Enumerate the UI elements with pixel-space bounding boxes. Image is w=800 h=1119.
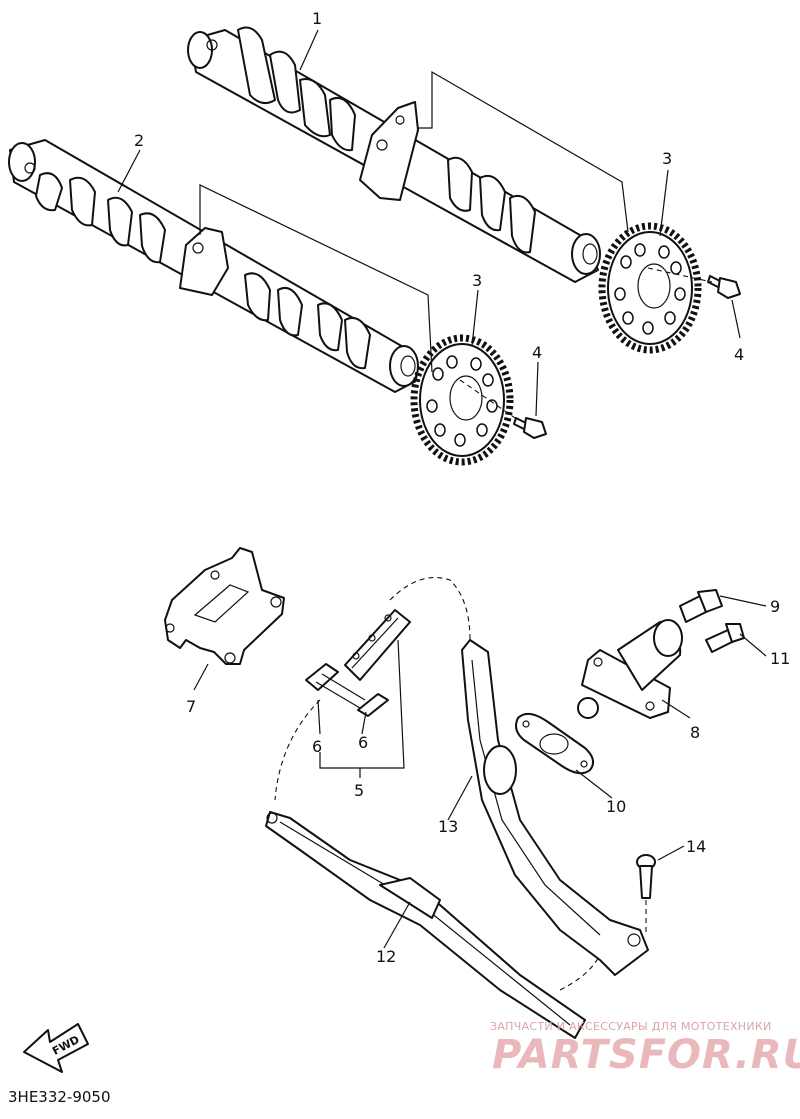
watermark-brand: PARTSFOR.RU [492, 1032, 800, 1078]
callout-4-left: 4 [532, 343, 542, 362]
chain-guide-tension-side [461, 639, 649, 976]
callout-2: 2 [134, 131, 144, 150]
callout-3-left: 3 [472, 271, 482, 290]
callout-9: 9 [770, 597, 780, 616]
callout-6-left: 6 [312, 737, 322, 756]
camshaft-lower [8, 139, 419, 393]
guide-pivot-bolt [636, 854, 656, 932]
callout-3-right: 3 [662, 149, 672, 168]
callout-5: 5 [354, 781, 364, 800]
callout-12: 12 [376, 947, 396, 966]
tensioner-cap-bolt [679, 589, 723, 623]
chain-guide-lower [265, 811, 586, 1039]
callout-14: 14 [686, 837, 706, 856]
callout-leader-lines [117, 29, 767, 949]
camshaft-upper [187, 26, 601, 283]
tensioner-gasket [515, 712, 595, 775]
callout-10: 10 [606, 797, 626, 816]
assembly-guide-lines [199, 70, 713, 421]
callout-7: 7 [186, 697, 196, 716]
callout-13: 13 [438, 817, 458, 836]
tensioner-mount-bolt [705, 623, 745, 653]
diagram-part-code: 3HE332-9050 [8, 1088, 111, 1106]
chain-joint-link [305, 663, 389, 717]
callout-8: 8 [690, 723, 700, 742]
watermark-caption: ЗАПЧАСТИ И АКСЕССУАРЫ ДЛЯ МОТОТЕХНИКИ [490, 1020, 772, 1033]
callout-6-right: 6 [358, 733, 368, 752]
cam-sprocket-left [410, 334, 514, 466]
cam-chain-tensioner [577, 619, 683, 719]
forward-direction-arrow: FWD [23, 1023, 89, 1073]
chain-guide-upper [164, 547, 285, 665]
callout-11: 11 [770, 649, 790, 668]
sprocket-bolt-left [513, 417, 547, 439]
cam-sprocket-right [598, 222, 702, 354]
cam-chain [274, 576, 606, 991]
callout-1: 1 [312, 9, 322, 28]
callout-labels: 1 2 3 3 4 4 5 6 6 7 8 9 10 11 12 13 14 [134, 9, 790, 966]
callout-4-right: 4 [734, 345, 744, 364]
sprocket-bolt-right [707, 275, 741, 299]
